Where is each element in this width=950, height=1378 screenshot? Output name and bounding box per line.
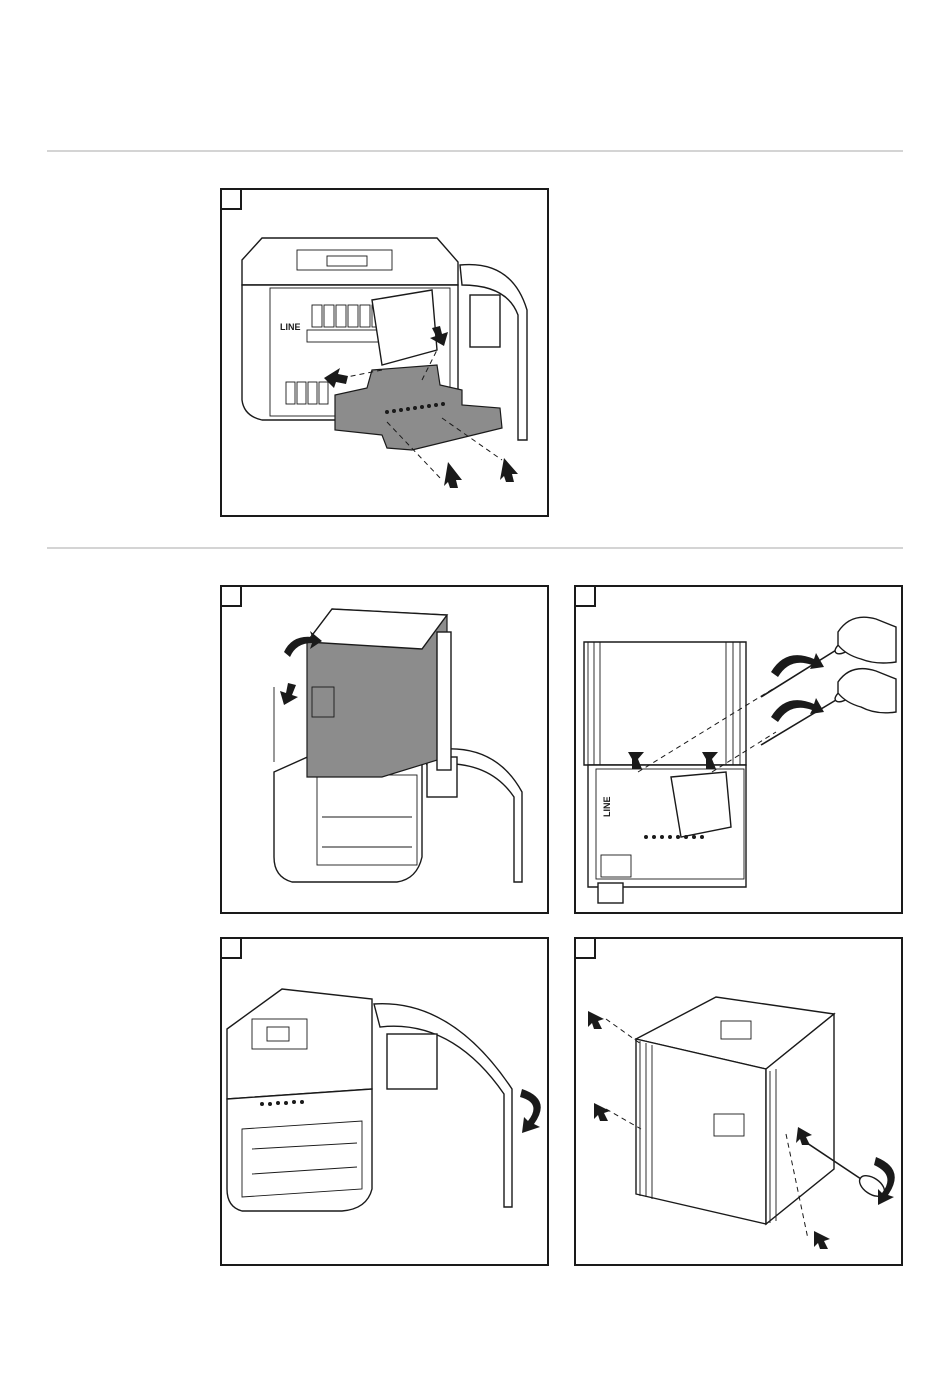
figure-step-1: LINE xyxy=(220,188,549,517)
illustration-screw-fastening xyxy=(576,939,903,1266)
figure-step-5 xyxy=(574,937,903,1266)
figure-step-2 xyxy=(220,585,549,914)
middle-divider xyxy=(47,547,903,549)
illustration-housing-placement xyxy=(222,587,549,914)
line-label: LINE xyxy=(280,322,301,332)
figure-step-4 xyxy=(220,937,549,1266)
illustration-screwdrivers: LINE xyxy=(576,587,903,914)
illustration-cover-plate: LINE xyxy=(222,190,549,517)
top-divider xyxy=(47,150,903,152)
line-label: LINE xyxy=(602,796,612,817)
figure-step-3: LINE xyxy=(574,585,903,914)
illustration-door-closing xyxy=(222,939,549,1266)
